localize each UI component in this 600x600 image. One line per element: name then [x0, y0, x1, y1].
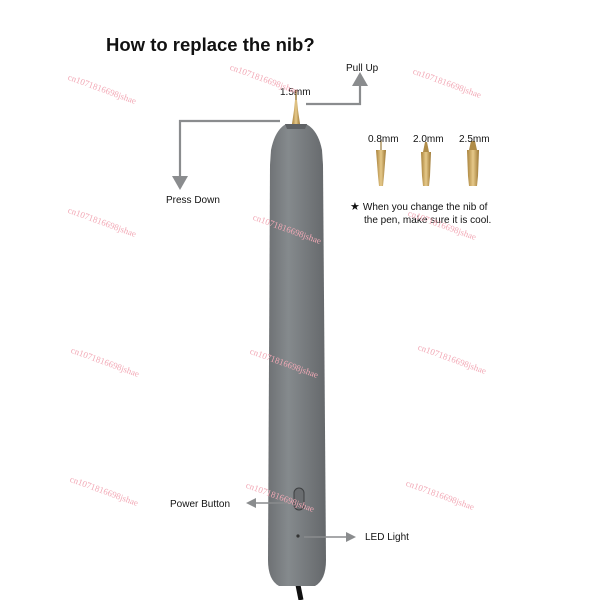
current-nib-size-label: 1.5mm [280, 87, 311, 98]
note-line-2: the pen, make sure it is cool. [364, 215, 492, 226]
press-down-label: Press Down [166, 195, 220, 206]
note-line-1: When you change the nib of [362, 202, 488, 213]
press-down-arrowhead [172, 176, 188, 190]
nib-0-8mm [376, 140, 386, 186]
power-button [293, 487, 305, 511]
pen-nib [292, 100, 300, 124]
nib-2-5mm [467, 141, 479, 186]
star-icon: ★ [350, 201, 360, 213]
nib-size-label: 2.5mm [459, 134, 490, 145]
led-arrowhead [346, 532, 356, 542]
cooling-note: ★When you change the nib of the pen, mak… [350, 201, 491, 227]
pen-body [268, 124, 326, 586]
power-arrowhead [246, 498, 256, 508]
pull-up-arrow [306, 82, 362, 106]
pen-collar [285, 124, 307, 129]
power-button-label: Power Button [170, 499, 231, 510]
nib-2-0mm [421, 142, 431, 186]
nib-size-label: 0.8mm [368, 134, 399, 145]
led-light [296, 534, 300, 538]
nib-size-label: 2.0mm [413, 134, 444, 145]
page-title: How to replace the nib? [106, 34, 315, 55]
led-light-label: LED Light [365, 532, 409, 543]
press-down-arrow [178, 119, 280, 180]
pull-up-arrowhead [352, 72, 368, 86]
pull-up-label: Pull Up [346, 63, 379, 74]
